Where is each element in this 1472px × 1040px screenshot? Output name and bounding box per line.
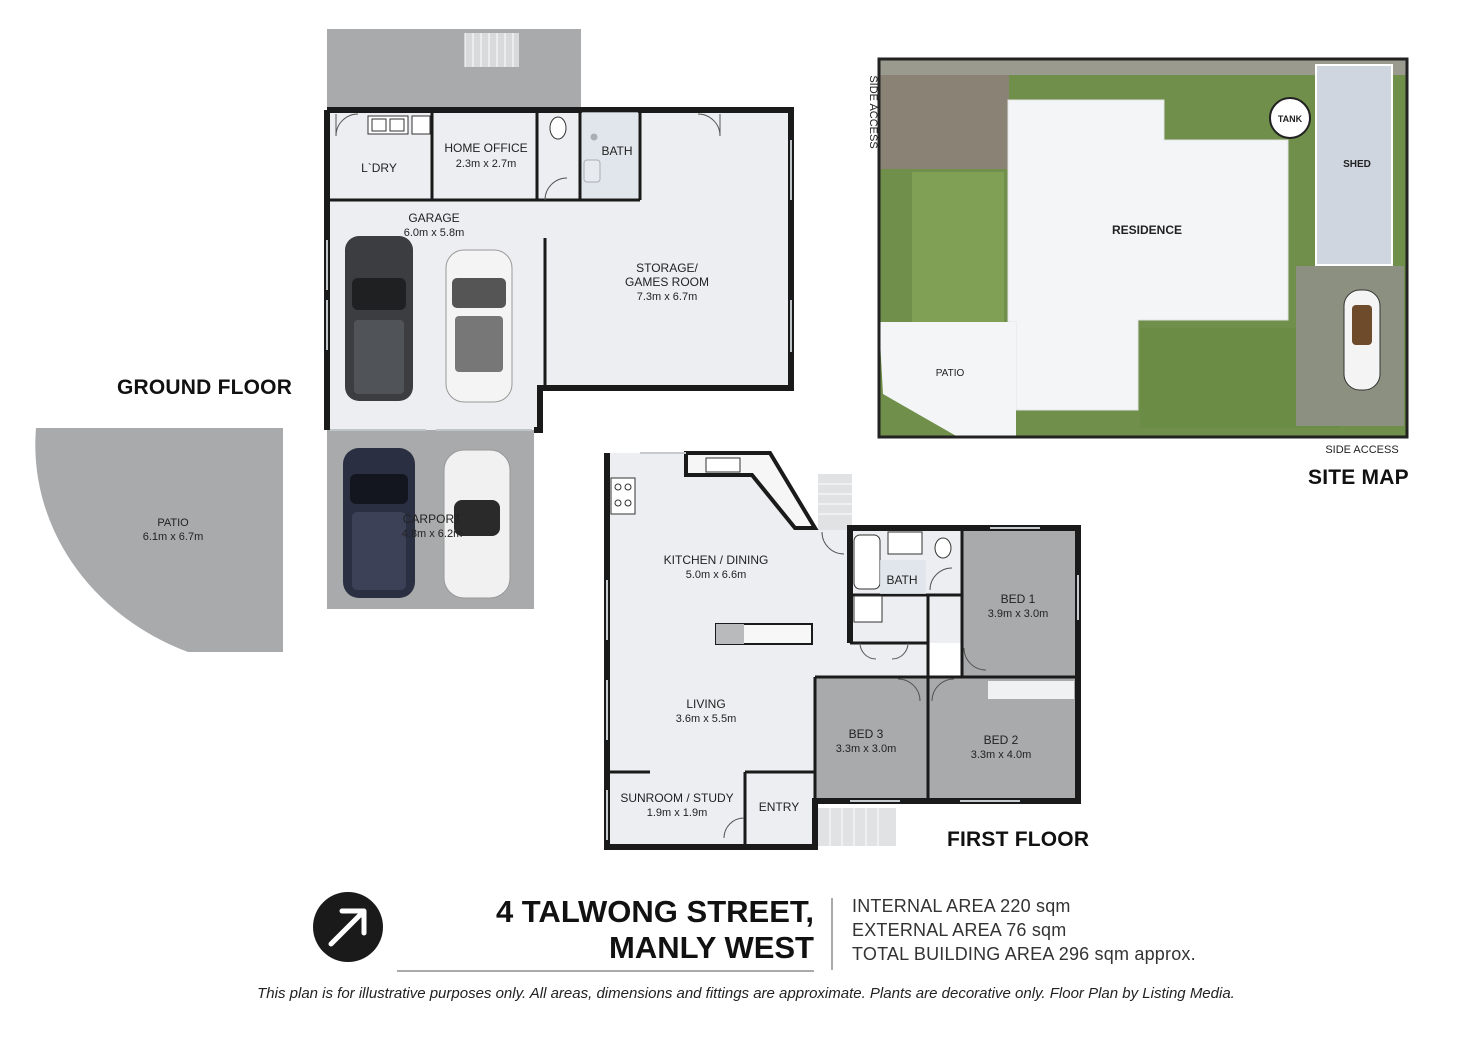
bed2-robe bbox=[988, 681, 1074, 699]
ground-floor-plan: L`DRY HOME OFFICE 2.3m x 2.7m BATH GARAG… bbox=[35, 29, 794, 652]
bed1-size: 3.9m x 3.0m bbox=[988, 608, 1049, 620]
entry-label: ENTRY bbox=[759, 800, 799, 814]
bathtub bbox=[853, 534, 881, 590]
side-access-bottom-label: SIDE ACCESS bbox=[1325, 444, 1398, 456]
ground-floor-title: GROUND FLOOR bbox=[117, 376, 293, 399]
upper-deck bbox=[327, 29, 581, 110]
laundry-label: L`DRY bbox=[361, 161, 397, 175]
living-size: 3.6m x 5.5m bbox=[676, 713, 737, 725]
bed2-size: 3.3m x 4.0m bbox=[971, 749, 1032, 761]
garage-label: GARAGE bbox=[408, 211, 459, 225]
ground-floor-interior bbox=[327, 110, 791, 430]
bed1-label: BED 1 bbox=[1001, 592, 1036, 606]
ground-doors bbox=[335, 113, 721, 201]
garage-size: 6.0m x 5.8m bbox=[404, 227, 465, 239]
cooktop bbox=[610, 477, 636, 515]
home-office-label: HOME OFFICE bbox=[444, 141, 527, 155]
external-area: EXTERNAL AREA 76 sqm bbox=[852, 920, 1067, 940]
sunroom-label: SUNROOM / STUDY bbox=[620, 791, 733, 805]
storage-size: 7.3m x 6.7m bbox=[637, 291, 698, 303]
boat-trailer bbox=[1343, 289, 1381, 391]
site-lawn-left bbox=[912, 172, 1004, 322]
site-border bbox=[877, 57, 1409, 439]
first-bath-label: BATH bbox=[886, 573, 917, 587]
address-line-2: MANLY WEST bbox=[609, 930, 814, 965]
garage-car-1 bbox=[345, 236, 413, 401]
kitchen-size: 5.0m x 6.6m bbox=[686, 569, 747, 581]
first-internal-walls bbox=[607, 528, 1078, 847]
living-label: LIVING bbox=[686, 697, 725, 711]
ground-patio-size: 6.1m x 6.7m bbox=[143, 531, 204, 543]
island-end bbox=[716, 624, 744, 644]
first-floor-outer-walls bbox=[604, 453, 1081, 850]
disclaimer-text: This plan is for illustrative purposes o… bbox=[257, 985, 1235, 1002]
bed3-label: BED 3 bbox=[849, 727, 884, 741]
tank-label: TANK bbox=[1278, 114, 1303, 124]
carport-size: 4.8m x 6.2m bbox=[402, 528, 463, 540]
shed-label: SHED bbox=[1343, 159, 1371, 170]
ground-windows bbox=[326, 140, 792, 431]
first-floor-title: FIRST FLOOR bbox=[947, 828, 1090, 851]
ground-patio-area bbox=[35, 428, 283, 652]
carport-label: CARPORT bbox=[403, 512, 462, 526]
entry-stairs-top bbox=[818, 474, 852, 530]
first-windows bbox=[606, 452, 1079, 840]
bed3-area bbox=[815, 677, 928, 801]
address-line-1: 4 TALWONG STREET, bbox=[495, 894, 814, 929]
site-patio-label: PATIO bbox=[936, 368, 965, 379]
bed3-size: 3.3m x 3.0m bbox=[836, 743, 897, 755]
north-arrow-icon bbox=[313, 892, 383, 962]
carport-car-2 bbox=[443, 449, 511, 599]
water-tank bbox=[1269, 97, 1311, 139]
carport-car-1 bbox=[343, 448, 415, 598]
residence-label: RESIDENCE bbox=[1112, 223, 1182, 237]
entry-stairs-bottom bbox=[818, 808, 896, 846]
kitchen-sink bbox=[705, 457, 741, 473]
side-access-left-label: SIDE ACCESS bbox=[867, 75, 879, 148]
ground-bath-label: BATH bbox=[601, 144, 632, 158]
shed-roof bbox=[1315, 64, 1393, 266]
sunroom-size: 1.9m x 1.9m bbox=[647, 807, 708, 819]
total-area: TOTAL BUILDING AREA 296 sqm approx. bbox=[852, 944, 1196, 964]
first-bath-tile bbox=[880, 560, 926, 594]
laundry-fixtures bbox=[367, 115, 431, 135]
internal-area: INTERNAL AREA 220 sqm bbox=[852, 896, 1071, 916]
site-map-title: SITE MAP bbox=[1308, 466, 1409, 489]
garage-car-2 bbox=[445, 249, 513, 403]
first-floor-plan: KITCHEN / DINING 5.0m x 6.6m LIVING 3.6m… bbox=[604, 451, 1081, 850]
ground-patio-label: PATIO bbox=[157, 517, 189, 529]
site-map: RESIDENCE SHED TANK PATIO SIDE ACCESS SI… bbox=[867, 57, 1409, 456]
kitchen-label: KITCHEN / DINING bbox=[664, 553, 769, 567]
site-patio bbox=[879, 322, 1016, 437]
games-room-label: GAMES ROOM bbox=[625, 275, 709, 289]
storage-label: STORAGE/ bbox=[636, 261, 698, 275]
vanity bbox=[887, 531, 923, 555]
laundry-cupboard bbox=[853, 595, 883, 623]
site-paving-left bbox=[879, 59, 1009, 169]
first-doors bbox=[723, 531, 987, 839]
bed1-area bbox=[962, 528, 1078, 677]
bed2-label: BED 2 bbox=[984, 733, 1019, 747]
site-fence-top bbox=[879, 59, 1407, 75]
deck-stairs bbox=[464, 33, 519, 67]
bath-shower-tile bbox=[582, 112, 638, 198]
home-office-size: 2.3m x 2.7m bbox=[456, 158, 517, 170]
ground-internal-walls bbox=[327, 110, 642, 388]
